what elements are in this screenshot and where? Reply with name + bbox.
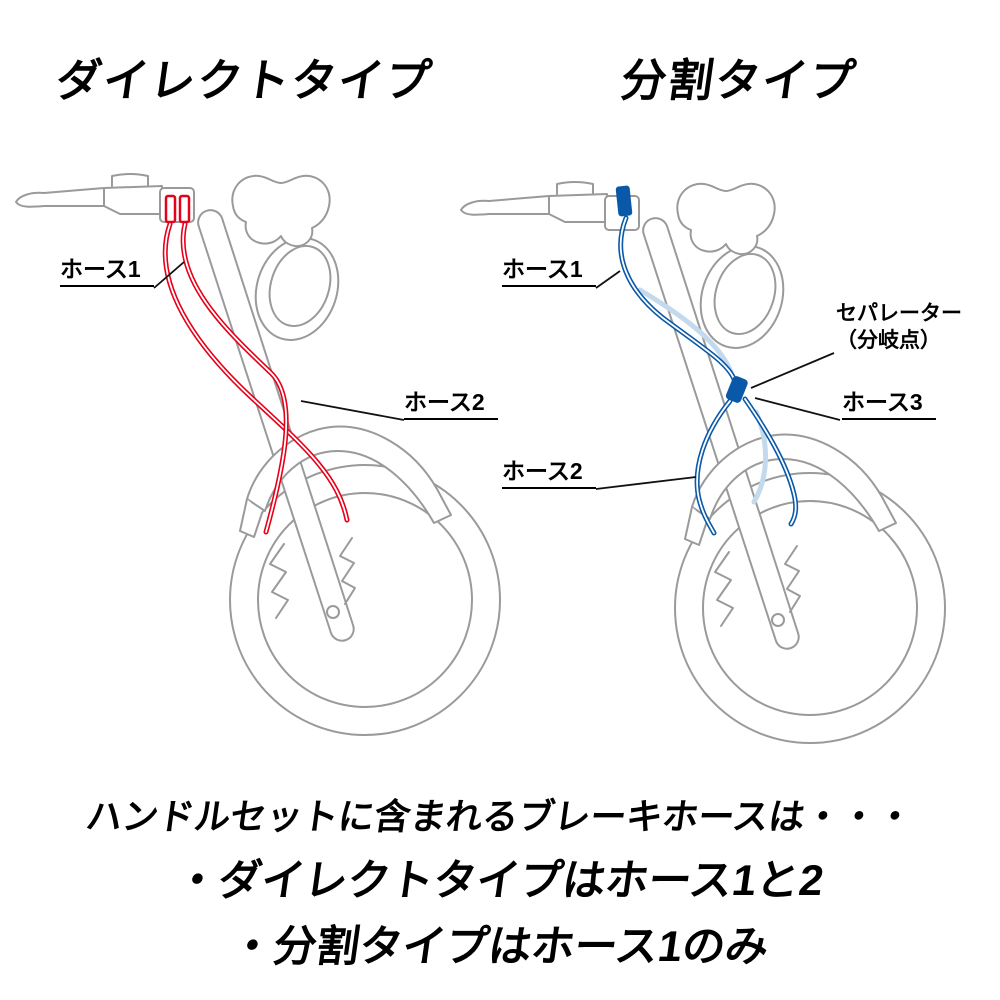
label-split-hose2: ホース2 — [502, 458, 596, 489]
label-split-separator-line2: （分岐点） — [836, 329, 941, 352]
leader-direct-hose2 — [300, 400, 405, 421]
leader-split-hose2 — [595, 476, 697, 490]
leader-split-separator — [750, 352, 835, 389]
label-split-hose3: ホース3 — [842, 389, 936, 420]
footer-intro-text: ハンドルセットに含まれるブレーキホースは・・・ — [83, 796, 916, 837]
leader-split-hose1 — [595, 270, 621, 289]
direct-banjo-fitting-2 — [178, 194, 191, 224]
footer-bullet-split: ・分割タイプはホース1のみ — [227, 923, 772, 971]
leader-split-hose3 — [754, 397, 841, 421]
label-direct-hose1: ホース1 — [60, 256, 154, 287]
split-master-cylinder-fitting — [615, 185, 633, 217]
leader-direct-hose1 — [153, 261, 185, 289]
split-hose-hidden-upper — [637, 287, 734, 375]
label-split-separator-line1: セパレーター — [836, 302, 962, 325]
direct-banjo-fitting-1 — [164, 194, 177, 224]
split-hose-3-core — [744, 398, 797, 525]
split-hose-2-core — [696, 400, 731, 534]
label-split-hose1: ホース1 — [502, 256, 596, 287]
footer-bullet-direct: ・ダイレクトタイプはホース1と2 — [172, 857, 827, 905]
label-split-separator: セパレーター （分岐点） — [836, 300, 962, 354]
separator-block — [725, 376, 748, 403]
leader-lines — [153, 261, 841, 490]
direct-hose-2-core — [182, 223, 288, 533]
label-direct-hose2: ホース2 — [404, 389, 498, 420]
split-hose-1-core — [619, 217, 735, 380]
split-hoses — [615, 185, 799, 536]
